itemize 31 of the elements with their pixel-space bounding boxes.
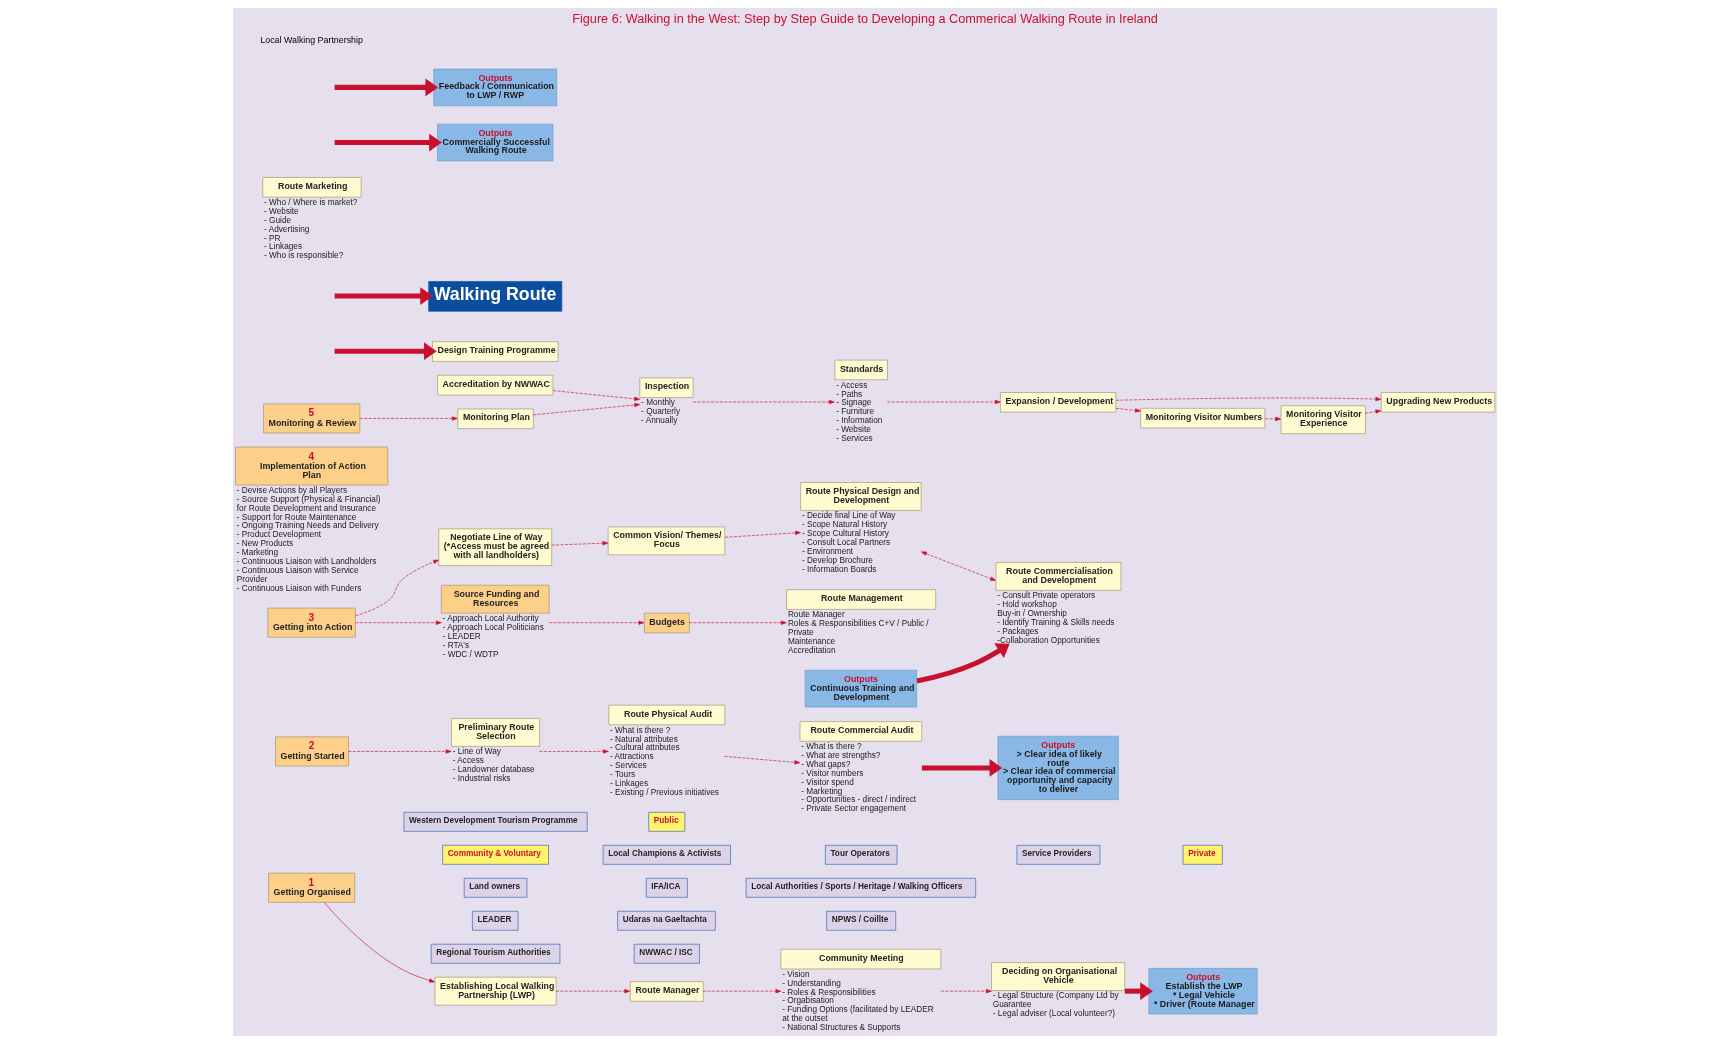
arrow <box>354 620 442 625</box>
arrow <box>724 530 801 538</box>
arrow <box>1115 408 1141 413</box>
arrow <box>723 756 800 765</box>
arrow <box>555 989 630 994</box>
arrow <box>334 133 442 152</box>
arrow <box>359 416 458 421</box>
arrow <box>692 399 835 405</box>
arrow <box>548 620 644 625</box>
arrow <box>915 643 1010 684</box>
arrow <box>334 287 433 305</box>
arrow <box>354 559 439 617</box>
arrow <box>921 759 1002 777</box>
arrow <box>702 989 781 994</box>
arrow <box>550 541 608 546</box>
arrow <box>1115 397 1381 402</box>
arrow <box>552 390 640 401</box>
arrow <box>1264 416 1281 422</box>
arrow <box>347 749 451 754</box>
arrow <box>688 620 787 625</box>
diagram-title: Figure 6: Walking in the West: Step by Step Guide to Developing a Commerical Walking Route in Ireland <box>571 12 1158 27</box>
arrow <box>323 902 435 983</box>
arrow <box>920 551 996 581</box>
label: Local Walking Partnership <box>259 35 363 46</box>
arrow <box>538 749 609 754</box>
arrow <box>334 78 438 97</box>
arrow <box>940 989 992 994</box>
arrow <box>886 399 1001 405</box>
arrow <box>532 402 640 416</box>
arrow <box>334 342 437 361</box>
arrow <box>1364 409 1381 414</box>
